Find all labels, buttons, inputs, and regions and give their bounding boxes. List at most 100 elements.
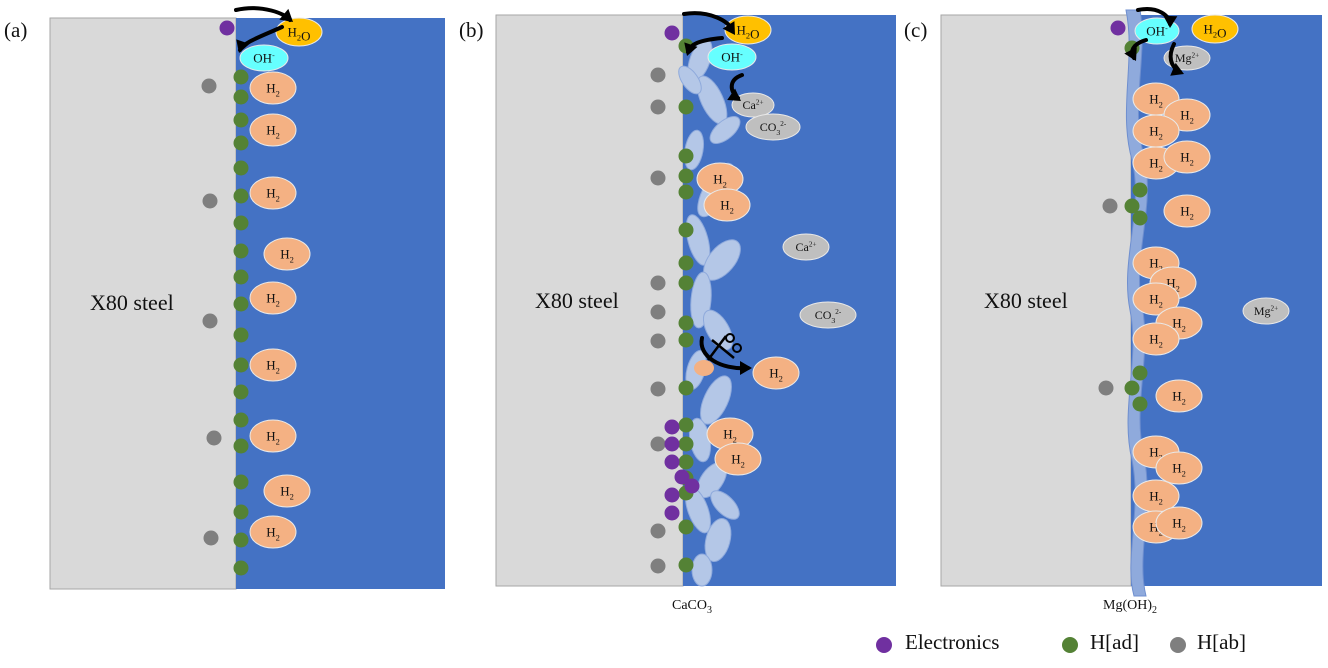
panel-b-h-ad-dot-2 [678, 148, 694, 164]
panel-a-h2-bubble-5-text: H2 [266, 358, 280, 376]
panel-a-oh-bubble-text: OH- [253, 50, 275, 65]
panel-b-ca-ion-1-text: Ca2+ [743, 98, 764, 112]
panel-a-h2-bubble-5 [249, 348, 297, 382]
panel-b-h2-bubble-4 [714, 442, 762, 476]
panel-a-h-ad-dot-11 [233, 357, 249, 373]
panel-a-h2-bubble-2-text: H2 [266, 186, 280, 204]
panel-b-h-ab-dot-7 [650, 436, 666, 452]
panel-b-arrow-ca-head [727, 88, 741, 101]
panel-a-h2-bubble-4-text: H2 [266, 291, 280, 309]
panel-a-h-ad-dot-5 [233, 188, 249, 204]
panel-a-h-ad-dot-15 [233, 474, 249, 490]
panel-b-caco3-crystal-17 [710, 490, 740, 520]
panel-b-h-ab-dot-9 [650, 558, 666, 574]
panel-a-h2o-bubble-text: H2O [288, 25, 311, 44]
panel-c-h2-bubble-3-text: H2 [1149, 156, 1163, 174]
panel-b-h-ad-dot-9 [678, 332, 694, 348]
panel-c-h2-bubble-7-text: H2 [1166, 276, 1180, 294]
panel-a-h-ad-dot-8 [233, 269, 249, 285]
panel-a-h-ad-dot-14 [233, 438, 249, 454]
panel-b-h-ab-dot-3 [650, 275, 666, 291]
panel-a-h-ad-dot-16 [233, 504, 249, 520]
panel-b-scissors-ring-2 [732, 343, 742, 353]
panel-a-arrow-water-head [279, 8, 293, 22]
panel-c-h2-bubble-4 [1163, 140, 1211, 174]
panel-b-electron-dot-3 [664, 454, 680, 470]
panel-c-h2-bubble-10 [1132, 322, 1180, 356]
legend-electronics-label: Electronics [905, 630, 1000, 654]
panel-a-steel [49, 17, 237, 590]
panel-c-arrow-water-head [1163, 15, 1178, 28]
panel-b-ca-ion-2 [782, 233, 830, 261]
panel-b-h2-bubble-2-text: H2 [769, 366, 783, 384]
panel-b-caco3-crystal-9 [700, 375, 732, 425]
panel-c-h2-bubble-16 [1155, 506, 1203, 540]
panel-a-h2-bubble-1-text: H2 [266, 123, 280, 141]
panel-a-h2-bubble-7-text: H2 [280, 484, 294, 502]
panel-a-h2-bubble-7 [263, 474, 311, 508]
panel-b-h-ab-dot-4 [650, 304, 666, 320]
panel-c-arrow-mg-head [1170, 62, 1184, 76]
panel-b-h2-bubble-1 [703, 188, 751, 222]
panel-b-h-ad-dot-4 [678, 184, 694, 200]
panel-a-h-ad-dot-13 [233, 412, 249, 428]
panel-b-oh-bubble [707, 43, 757, 71]
panel-a-h-ad-dot-0 [233, 69, 249, 85]
panel-b-oh-bubble-text: OH- [721, 49, 743, 64]
panel-b-electron-dot-6 [664, 487, 680, 503]
panel-a-h-ad-dot-7 [233, 243, 249, 259]
panel-b-h-ab-dot-8 [650, 523, 666, 539]
panel-b-h-ad-dot-12 [678, 436, 694, 452]
panel-b-caco3-crystal-13 [704, 518, 732, 562]
panel-b-scissors-ring-1 [725, 333, 735, 343]
panel-c-mg-ion-2-text: Mg2+ [1254, 304, 1278, 318]
panel-a-h-ad-dot-6 [233, 215, 249, 231]
panel-a-h-ad-dot-2 [233, 112, 249, 128]
panel-a-electron-dot [219, 20, 235, 36]
panel-b-caco3-crystal-16 [678, 65, 702, 95]
panel-a-h2-bubble-8 [249, 515, 297, 549]
panel-c-h2-bubble-4-text: H2 [1180, 150, 1194, 168]
panel-a-steel-label: X80 steel [90, 290, 174, 315]
panel-a-h-ad-dot-3 [233, 135, 249, 151]
panel-a-h-ab-dot-2 [202, 313, 218, 329]
panel-b-h-ab-dot-0 [650, 67, 666, 83]
panel-c-h2-bubble-13-text: H2 [1172, 461, 1186, 479]
legend-h-ab-dot [1170, 637, 1186, 653]
panel-c-h-ad-dot-3 [1132, 210, 1148, 226]
panel-b-electron-dot-4 [674, 469, 690, 485]
panel-a-h-ad-dot-12 [233, 384, 249, 400]
panel-a-arrow-oh-head [236, 39, 250, 53]
panel-b-h-ad-dot-17 [678, 557, 694, 573]
panel-b-h-ad-dot-11 [678, 417, 694, 433]
mgoh2-film-label: Mg(OH)2 [1103, 598, 1157, 616]
panel-c-h-ad-dot-1 [1132, 182, 1148, 198]
panel-a-h-ab-dot-4 [203, 530, 219, 546]
legend-h-ad-dot [1062, 637, 1078, 653]
panel-c-h2-bubble-5 [1163, 194, 1211, 228]
panel-b-arrow-oh-head [684, 42, 698, 56]
panel-c-h2-bubble-5-text: H2 [1180, 204, 1194, 222]
panel-b-h-ab-dot-1 [650, 99, 666, 115]
panel-c-h2-bubble-10-text: H2 [1149, 332, 1163, 350]
panel-c-h-ad-dot-6 [1132, 396, 1148, 412]
panel-a-h2-bubble-0 [249, 71, 297, 105]
panel-a-h2-bubble-0-text: H2 [266, 81, 280, 99]
panel-b-h-ab-dot-5 [650, 333, 666, 349]
panel-b-h2-bubble-3-text: H2 [723, 427, 737, 445]
panel-b-electron-dot-1 [664, 419, 680, 435]
panel-b-h-ad-dot-10 [678, 380, 694, 396]
panel-c-steel [940, 14, 1132, 587]
panel-c-h2o-bubble [1191, 14, 1239, 44]
panel-a-h-ab-dot-3 [206, 430, 222, 446]
panel-b-co3-ion-1 [745, 113, 801, 141]
legend-h-ab-label: H[ab] [1197, 630, 1246, 654]
panel-c-h2-bubble-11 [1155, 379, 1203, 413]
panel-b-h-ad-dot-6 [678, 255, 694, 271]
panel-b-caco3-crystal-7 [702, 309, 734, 351]
panel-a-h2o-bubble [275, 17, 323, 47]
panel-a-h2-bubble-3 [263, 237, 311, 271]
panel-b-h-ad-dot-13 [678, 454, 694, 470]
panel-b-electron-dot-7 [664, 505, 680, 521]
